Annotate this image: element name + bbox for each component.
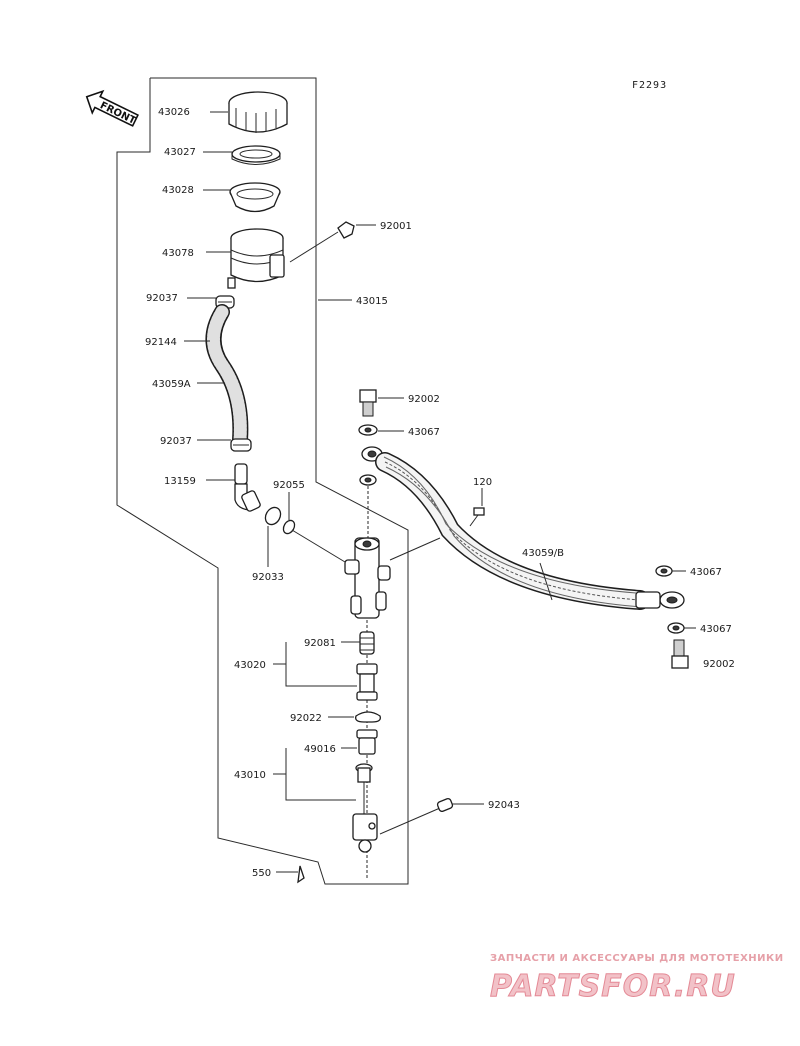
label-43027: 43027: [164, 147, 196, 158]
label-550: 550: [252, 868, 271, 879]
piston-cup: [359, 631, 375, 655]
label-92144: 92144: [145, 337, 177, 348]
cotter-pin: [297, 865, 305, 884]
label-92022: 92022: [290, 713, 322, 724]
diaphragm-plate: [231, 145, 281, 165]
piston: [356, 663, 378, 701]
label-43059b: 43059/B: [522, 548, 564, 559]
o-ring-92055: [282, 519, 296, 535]
circlip: [355, 711, 381, 723]
watermark: ЗАПЧАСТИ И АКСЕССУАРЫ ДЛЯ МОТОТЕХНИКИ PA…: [490, 953, 784, 1005]
label-43078: 43078: [162, 248, 194, 259]
push-rod-guide: [356, 729, 378, 755]
clevis-pin: [379, 797, 454, 835]
push-rod: [352, 763, 378, 853]
figure-code: F2293: [632, 80, 667, 91]
reservoir-bolt: [289, 221, 355, 263]
assembly-boundary-outer: [116, 77, 409, 885]
hose-clamp-screw: [469, 507, 485, 527]
reservoir-cap: [228, 91, 288, 133]
label-13159: 13159: [164, 476, 196, 487]
master-cylinder-body: [344, 537, 391, 619]
o-ring-92033: [264, 506, 282, 526]
label-92002-lower: 92002: [703, 659, 735, 670]
label-92033: 92033: [252, 572, 284, 583]
label-43015: 43015: [356, 296, 388, 307]
label-43026: 43026: [158, 107, 190, 118]
label-92037-lower: 92037: [160, 436, 192, 447]
watermark-brand: PARTSFOR.RU: [490, 969, 736, 1004]
label-92001: 92001: [380, 221, 412, 232]
label-43067-right-lower: 43067: [700, 624, 732, 635]
reservoir-tank: [227, 228, 285, 289]
label-92043: 92043: [488, 800, 520, 811]
label-43020: 43020: [234, 660, 266, 671]
front-direction-arrow: FRONT: [85, 89, 139, 127]
label-43067-upper: 43067: [408, 427, 440, 438]
hose-clamp-lower: [230, 438, 252, 452]
reservoir-hose: [205, 304, 249, 448]
label-92037-upper: 92037: [146, 293, 178, 304]
label-92081: 92081: [304, 638, 336, 649]
elbow-fitting: [234, 463, 261, 512]
front-label: FRONT: [98, 100, 137, 127]
label-49016: 49016: [304, 744, 336, 755]
banjo-bolt-lower: [671, 639, 689, 669]
label-43010: 43010: [234, 770, 266, 781]
banjo-bolt-upper: [359, 389, 377, 417]
label-92002-upper: 92002: [408, 394, 440, 405]
label-43028: 43028: [162, 185, 194, 196]
label-43059a: 43059A: [152, 379, 191, 390]
label-92055: 92055: [273, 480, 305, 491]
label-120: 120: [473, 477, 492, 488]
label-43067-right-upper: 43067: [690, 567, 722, 578]
diaphragm: [229, 182, 281, 213]
watermark-tagline: ЗАПЧАСТИ И АКСЕССУАРЫ ДЛЯ МОТОТЕХНИКИ: [490, 953, 784, 964]
leader-lines: [184, 111, 696, 873]
brake-hose: [361, 446, 685, 610]
